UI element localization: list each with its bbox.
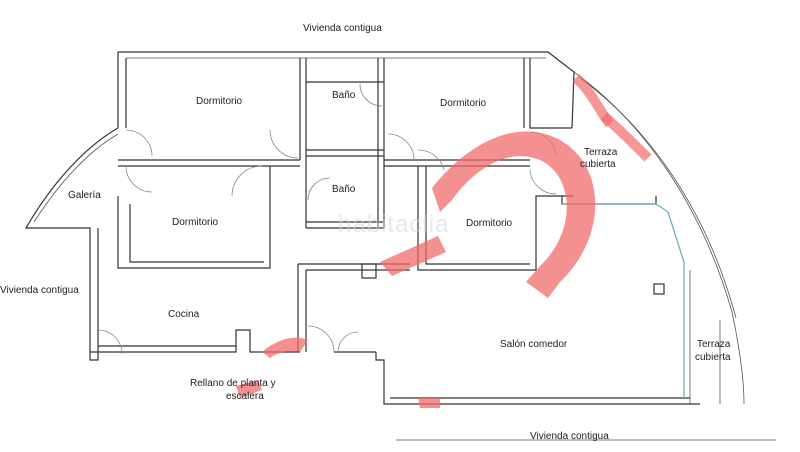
door-swing: [307, 177, 331, 201]
watermark: habitaclia: [338, 211, 449, 238]
door-swing: [359, 83, 383, 107]
label-bedroom-2: Dormitorio: [172, 217, 219, 228]
brand-d-mark: [380, 131, 596, 298]
label-bathroom-2: Baño: [332, 184, 356, 195]
door-swing: [529, 169, 557, 195]
column: [653, 283, 665, 295]
top-exterior-wall: [118, 51, 575, 129]
label-terrace-2-line1: Terraza: [697, 339, 731, 350]
door-swing: [125, 165, 153, 193]
label-adjacent-bottom: Vivienda contigua: [530, 431, 609, 442]
label-terrace-2-line2: cubierta: [695, 352, 731, 363]
door-swing: [231, 165, 263, 197]
label-living-dining: Salón comedor: [500, 339, 568, 350]
door-swing: [387, 133, 415, 161]
brand-mark: [236, 74, 652, 408]
label-adjacent-left: Vivienda contigua: [0, 285, 79, 296]
label-bedroom-3: Dormitorio: [440, 98, 487, 109]
gallery-wall: [24, 127, 119, 260]
label-terrace-1-line1: Terraza: [584, 147, 618, 158]
door-swing: [417, 149, 445, 171]
left-lower-wall: [89, 228, 99, 361]
label-adjacent-top: Vivienda contigua: [303, 23, 382, 34]
label-landing-line2: escalera: [226, 391, 264, 402]
door-swing: [269, 129, 299, 159]
label-kitchen: Cocina: [168, 309, 200, 320]
label-bedroom-1: Dormitorio: [196, 96, 243, 107]
left-upper-wall: [117, 52, 127, 128]
label-bedroom-4: Dormitorio: [466, 218, 513, 229]
walls: [24, 51, 776, 441]
door-swing: [97, 329, 123, 355]
door-swing: [125, 129, 153, 157]
label-gallery: Galería: [68, 190, 101, 201]
label-landing-line1: Rellano de planta y: [190, 378, 276, 389]
living-glazing: [562, 203, 685, 398]
label-bathroom-1: Baño: [332, 90, 356, 101]
label-terrace-1-line2: cubierta: [580, 159, 616, 170]
room-labels: Vivienda contigua Vivienda contigua Vivi…: [0, 23, 731, 442]
door-swing: [337, 331, 359, 353]
door-swing: [307, 325, 335, 353]
